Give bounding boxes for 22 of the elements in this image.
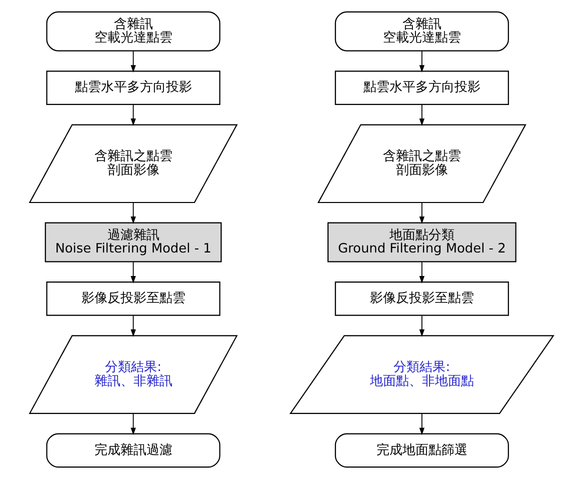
arrow bbox=[419, 50, 424, 73]
node-box: 影像反投影至點雲 bbox=[334, 282, 509, 316]
arrow bbox=[419, 202, 424, 224]
node-box: 地面點分類 Ground Filtering Model - 2 bbox=[327, 222, 516, 262]
arrow bbox=[130, 413, 136, 436]
node-box: 影像反投影至點雲 bbox=[46, 282, 220, 316]
arrow bbox=[130, 50, 136, 73]
arrow bbox=[419, 104, 424, 126]
node-box: 點雲水平多方向投影 bbox=[334, 70, 509, 105]
node-box: 完成地面點篩選 bbox=[334, 433, 509, 468]
node-box: 含雜訊 空載光達點雲 bbox=[46, 11, 220, 52]
node-box: 含雜訊 空載光達點雲 bbox=[334, 11, 509, 52]
arrow bbox=[130, 104, 136, 126]
node-box: 過濾雜訊 Noise Filtering Model - 1 bbox=[44, 222, 222, 262]
node-box: 完成雜訊過濾 bbox=[46, 433, 220, 468]
arrow bbox=[130, 202, 136, 224]
arrow bbox=[130, 262, 136, 284]
node-box: 點雲水平多方向投影 bbox=[46, 70, 220, 105]
arrow bbox=[419, 262, 424, 284]
arrow bbox=[419, 315, 424, 337]
arrow bbox=[419, 413, 424, 436]
arrow bbox=[130, 315, 136, 337]
